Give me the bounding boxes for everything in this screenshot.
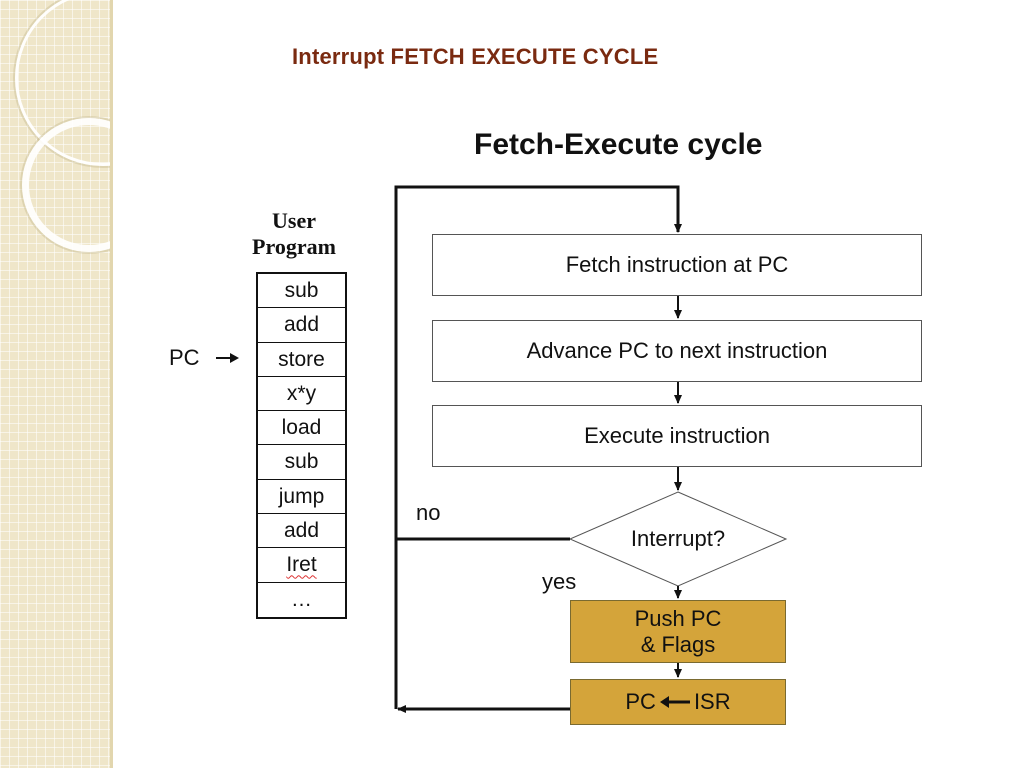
interrupt-decision-label: Interrupt? bbox=[630, 526, 726, 551]
user-program-title: User Program bbox=[236, 208, 352, 260]
pc-load-isr-box: PC ISR bbox=[570, 679, 786, 725]
yes-branch-label: yes bbox=[542, 569, 577, 594]
user-program-title-line1: User bbox=[272, 208, 316, 233]
push-line1: Push PC bbox=[634, 605, 722, 631]
user-program-table: sub add store x*y load sub jump add Iret… bbox=[256, 272, 347, 619]
program-instruction-iret: Iret bbox=[286, 553, 317, 577]
push-pc-flags-box: Push PC & Flags bbox=[570, 600, 786, 663]
execute-step-box: Execute instruction bbox=[432, 405, 922, 467]
decorative-side-panel bbox=[0, 0, 113, 768]
program-instruction: add bbox=[258, 308, 345, 343]
pc-pointer-arrow-icon bbox=[216, 353, 239, 363]
user-program-title-line2: Program bbox=[252, 234, 336, 259]
program-instruction: store bbox=[258, 343, 345, 377]
left-arrow-icon bbox=[659, 696, 690, 708]
pc-pointer-label: PC bbox=[169, 345, 200, 370]
isr-label: ISR bbox=[693, 689, 731, 714]
program-instruction: load bbox=[258, 411, 345, 446]
no-branch-label: no bbox=[416, 500, 441, 525]
advance-step-box: Advance PC to next instruction bbox=[432, 320, 922, 382]
program-instruction: … bbox=[291, 587, 312, 611]
slide-title: Interrupt FETCH EXECUTE CYCLE bbox=[292, 44, 659, 69]
loop-top-connector bbox=[394, 185, 682, 709]
push-line2: & Flags bbox=[640, 631, 716, 657]
program-instruction: x*y bbox=[258, 377, 345, 412]
program-instruction: jump bbox=[258, 480, 345, 515]
diagram-title: Fetch-Execute cycle bbox=[474, 128, 763, 161]
fetch-step-box: Fetch instruction at PC bbox=[432, 234, 922, 296]
isr-pc-label: PC bbox=[625, 689, 656, 714]
program-instruction: sub bbox=[258, 445, 345, 480]
program-instruction: add bbox=[258, 514, 345, 549]
program-instruction: Iret bbox=[258, 548, 345, 583]
decorative-ring bbox=[22, 118, 113, 252]
program-instruction: sub bbox=[258, 274, 345, 309]
